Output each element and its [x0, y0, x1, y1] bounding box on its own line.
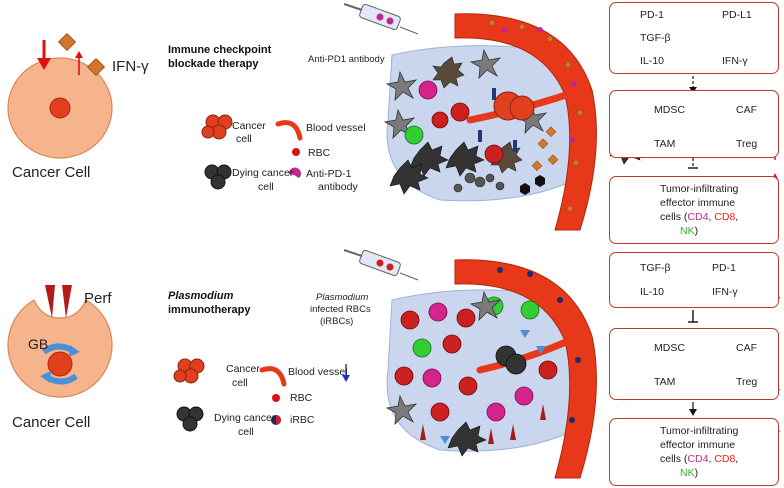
box2-bottom-caf: CAF	[736, 342, 757, 354]
bottom-title-line2: immunotherapy	[168, 304, 251, 316]
syringe-top	[343, 3, 419, 35]
drug-label-bottom-1: Plasmodium	[316, 292, 369, 303]
blood-vessel-top	[454, 13, 597, 231]
box3-bottom-nk: NK	[680, 467, 695, 479]
box1-bottom-pd1: PD-1	[712, 262, 736, 274]
box3-bottom-close: )	[694, 467, 699, 479]
box3-bottom-line3: cells (CD4, CD8,	[660, 453, 738, 465]
legend-top-rbc: RBC	[308, 147, 331, 159]
box2-bottom-tam: TAM	[654, 376, 676, 388]
legend-top-cancer2: cell	[236, 133, 252, 145]
top-title-line1: Immune checkpoint	[168, 44, 272, 56]
box3-bottom-cells-pre: cells (	[660, 453, 688, 465]
box3-bottom-cd8: CD8	[714, 453, 736, 465]
legend-top-dying2: cell	[258, 181, 274, 193]
box3-top-line3: cells (CD4, CD8,	[660, 211, 738, 223]
box3-top-cd8: CD8	[714, 211, 736, 223]
drug-label-bottom-2: infected RBCs	[310, 304, 371, 315]
box3-top-cd4: CD4	[687, 211, 709, 223]
blood-vessel-bottom	[454, 259, 597, 479]
box3-top-line4: NK)	[680, 225, 698, 237]
top-title-line2: blockade therapy	[168, 58, 259, 70]
box1-top-ifng: IFN-γ	[722, 55, 748, 67]
box1-top-pd1: PD-1	[640, 9, 664, 21]
legend-top-dying: Dying cancer	[232, 167, 294, 179]
box1-top-il10: IL-10	[640, 55, 664, 67]
box3-top-close: )	[694, 225, 699, 237]
cancer-cell-label-top: Cancer Cell	[12, 164, 91, 181]
legend-top-cancer: Cancer	[232, 120, 266, 132]
legend-bottom-cancer: Cancer	[226, 363, 260, 375]
box2-bottom-mdsc: MDSC	[654, 342, 685, 354]
legend-bottom-irbc: iRBC	[290, 414, 315, 426]
legend-top-antibody: Anti-PD-1	[306, 168, 352, 180]
legend-bottom-icons	[173, 358, 350, 432]
box2-top-tam: TAM	[654, 138, 676, 150]
box3-bottom-line2: effector immune	[660, 439, 736, 451]
legend-top-icons	[201, 114, 303, 190]
top-effector-box	[609, 176, 779, 244]
box3-bottom-sep2: ,	[735, 453, 739, 465]
box3-top-line2: effector immune	[660, 197, 736, 209]
bottom-effector-box	[609, 418, 779, 486]
bottom-cytokine-box	[609, 252, 779, 308]
box3-top-cells-pre: cells (	[660, 211, 688, 223]
box3-top-line1: Tumor-infiltrating	[660, 183, 739, 195]
box2-top-mdsc: MDSC	[654, 104, 685, 116]
legend-bottom-vessel: Blood vessel	[288, 366, 348, 378]
box2-top-caf: CAF	[736, 104, 757, 116]
legend-top-antibody2: antibody	[318, 181, 358, 193]
box3-bottom-sep1: ,	[708, 453, 715, 465]
box3-bottom-cd4: CD4	[687, 453, 709, 465]
cancer-cell-label-bottom: Cancer Cell	[12, 414, 91, 431]
legend-bottom-rbc: RBC	[290, 392, 313, 404]
box1-bottom-tgfb: TGF-β	[640, 262, 671, 274]
bottom-title-line1: Plasmodium	[168, 290, 234, 302]
box1-bottom-ifng: IFN-γ	[712, 286, 738, 298]
legend-bottom-dying: Dying cancer	[214, 412, 276, 424]
box1-top-pdl1: PD-L1	[722, 9, 752, 21]
drug-label-top: Anti-PD1 antibody	[308, 54, 385, 65]
ifn-label-top: IFN-γ	[112, 58, 149, 75]
box1-top-tgfb: TGF-β	[640, 32, 671, 44]
gb-label: GB	[28, 336, 49, 352]
perf-label: Perf	[84, 290, 112, 307]
legend-bottom-dying2: cell	[238, 426, 254, 438]
box1-bottom-il10: IL-10	[640, 286, 664, 298]
box2-bottom-treg: Treg	[736, 376, 758, 388]
syringe-bottom	[343, 249, 419, 281]
box3-top-sep1: ,	[708, 211, 715, 223]
box3-top-sep2: ,	[735, 211, 739, 223]
cancer-cell-top-nucleus	[49, 97, 71, 119]
legend-bottom-cancer2: cell	[232, 377, 248, 389]
bottom-suppressor-box	[609, 328, 779, 400]
box3-bottom-line1: Tumor-infiltrating	[660, 425, 739, 437]
box3-top-nk: NK	[680, 225, 695, 237]
box3-bottom-line4: NK)	[680, 467, 698, 479]
top-suppressor-box	[609, 90, 779, 158]
top-cytokine-box	[609, 2, 779, 74]
legend-top-vessel: Blood vessel	[306, 122, 366, 134]
box2-top-treg: Treg	[736, 138, 758, 150]
drug-label-bottom-3: (iRBCs)	[320, 316, 354, 327]
